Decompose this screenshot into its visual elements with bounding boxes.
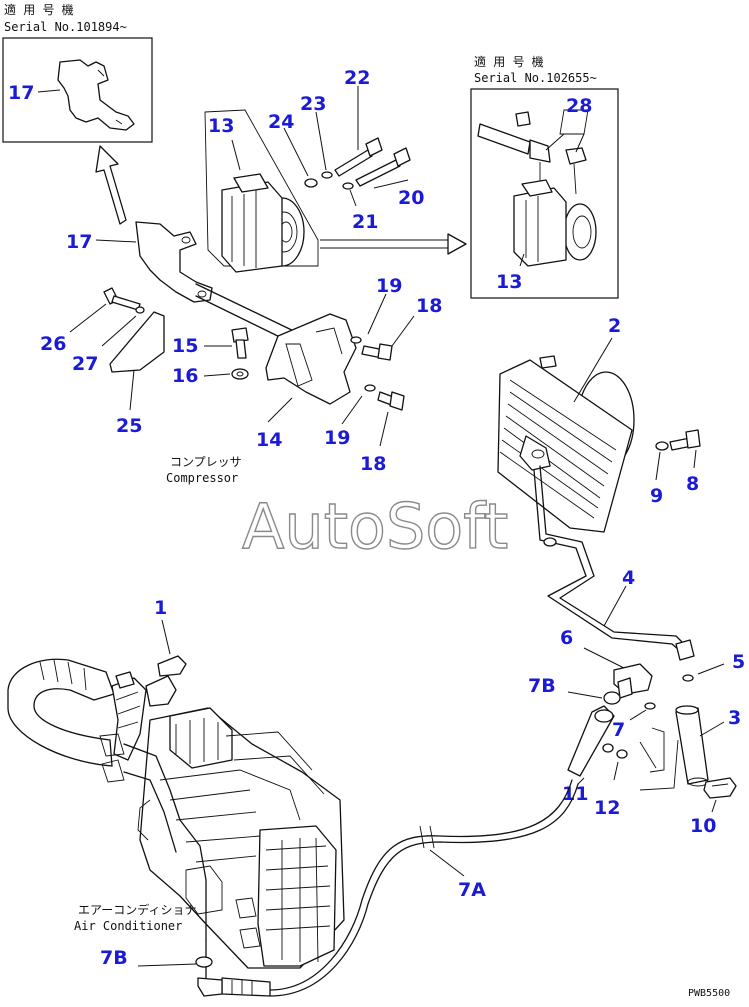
callout-10: 10: [690, 815, 716, 837]
callout-9: 9: [650, 485, 663, 507]
callout-1: 1: [154, 597, 167, 619]
bolt-20: [355, 159, 401, 187]
clamp-10: [703, 777, 737, 799]
serial-top-label: Serial No.101894~: [4, 20, 127, 34]
washer-19-upper: [350, 336, 362, 344]
callout-26: 26: [40, 333, 66, 355]
compressor-group: 13 24 23 22 20 21: [204, 67, 424, 273]
callout-5: 5: [732, 651, 745, 673]
compressor-label: Compressor: [166, 471, 238, 485]
arrow-to-inset: [95, 145, 127, 225]
callout-8: 8: [686, 473, 699, 495]
compressor-bracket-assembly: 17 26 27 25 15 16 14 19 18: [40, 221, 442, 485]
receiver-hose-group: 6 7B 7 5 3 10 11 12: [528, 627, 745, 837]
duct-mid: [111, 677, 147, 761]
serial-top-jp: 適 用 号 機: [4, 2, 74, 17]
oring-7B-upper: [603, 691, 621, 705]
callout-12: 12: [594, 797, 620, 819]
compressor-outline-frame: [204, 109, 319, 267]
callout-14: 14: [256, 429, 282, 451]
serial-right-label: Serial No.102655~: [474, 71, 597, 85]
callout-27: 27: [72, 353, 98, 375]
receiver-drier-3: [675, 707, 709, 785]
compressor-inset-body: [513, 187, 567, 267]
callout-16: 16: [172, 365, 198, 387]
callout-17-inset: 17: [8, 82, 34, 104]
callout-15: 15: [172, 335, 198, 357]
callout-22: 22: [344, 67, 370, 89]
callout-19-lower: 19: [324, 427, 350, 449]
inset-serial-101894: 適 用 号 機 Serial No.101894~ 17: [2, 2, 153, 143]
hose-7A: 7A 7B: [100, 779, 579, 997]
bolt-15: [231, 327, 249, 343]
duct-left: [7, 658, 115, 767]
callout-25: 25: [116, 415, 142, 437]
aircon-label: Air Conditioner: [74, 919, 182, 933]
callout-7B-upper: 7B: [528, 675, 556, 697]
washer-19-lower: [364, 384, 376, 392]
bolt-22: [334, 149, 373, 177]
watermark-text: AutoSoft: [242, 490, 508, 563]
callout-2: 2: [608, 315, 621, 337]
inset-serial-102655: 適 用 号 機 Serial No.102655~ 28 13: [470, 54, 619, 299]
hose-inset: [477, 123, 531, 155]
callout-28: 28: [566, 95, 592, 117]
callout-4: 4: [622, 567, 635, 589]
bracket-17-inset: [57, 59, 135, 131]
arrow-to-right-inset: [447, 233, 467, 255]
serial-right-jp: 適 用 号 機: [474, 54, 544, 69]
inset-frame-top: [2, 37, 153, 143]
compressor-jp: コンプレッサ: [170, 455, 242, 469]
condenser-core: [497, 359, 633, 533]
nut-12: [616, 749, 628, 759]
callout-6: 6: [560, 627, 573, 649]
callout-21: 21: [352, 211, 378, 233]
bracket-17: [135, 221, 213, 303]
aircon-jp: エアーコンディショナ: [78, 902, 196, 917]
washer-21: [342, 182, 354, 190]
bracket-14: [265, 313, 357, 405]
plate-25: [109, 311, 165, 373]
callout-18-upper: 18: [416, 295, 442, 317]
washer-16: [231, 368, 249, 380]
condenser-fitting: [519, 435, 551, 471]
callout-13-inset: 13: [496, 271, 522, 293]
callout-7: 7: [612, 719, 625, 741]
drawing-code: PWB5500: [688, 988, 730, 999]
washer-23: [321, 171, 333, 179]
callout-7A: 7A: [458, 879, 486, 901]
oring-7B-lower: [195, 956, 213, 968]
hose-end-11: [567, 705, 615, 777]
callout-24: 24: [268, 111, 294, 133]
callout-18-lower: 18: [360, 453, 386, 475]
compressor-body: [221, 181, 283, 273]
callout-3: 3: [728, 707, 741, 729]
clamp-1: [145, 675, 177, 707]
washer-24: [304, 178, 318, 188]
callout-7B-lower: 7B: [100, 947, 128, 969]
callout-20: 20: [398, 187, 424, 209]
callout-13-main: 13: [208, 115, 234, 137]
pipe-4: 4: [533, 465, 695, 661]
callout-17-main: 17: [66, 231, 92, 253]
callout-23: 23: [300, 93, 326, 115]
evaporator-face: [257, 825, 337, 967]
washer-9: [655, 441, 669, 451]
air-conditioner-unit: 1 エアーコンディショナ Air Conditioner: [7, 597, 345, 969]
oring-5: [682, 674, 694, 682]
oring-7: [644, 702, 656, 710]
condenser-group: 2 9 8: [497, 315, 701, 533]
washer-27: [135, 306, 145, 314]
callout-19-upper: 19: [376, 275, 402, 297]
